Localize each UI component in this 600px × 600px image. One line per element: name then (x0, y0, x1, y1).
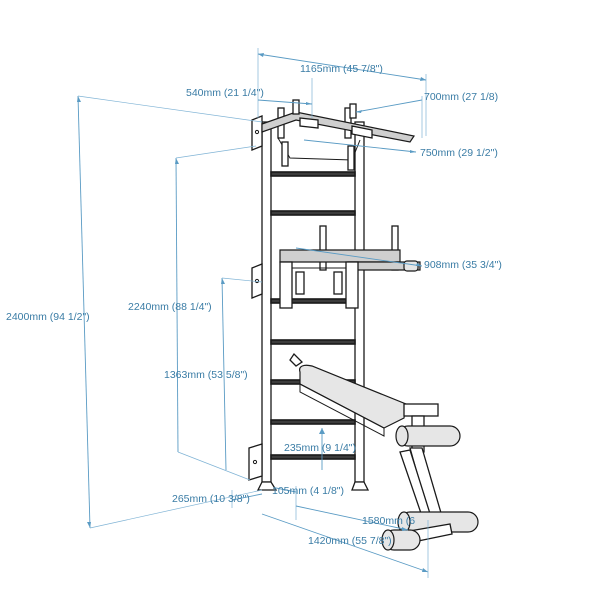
label-bench-length: 1580mm (6 (362, 515, 415, 527)
label-pullup-width: 750mm (29 1/2") (420, 147, 498, 159)
wall-bars-illustration (248, 99, 479, 551)
dip-station (279, 225, 421, 309)
bench-seat-pad (299, 364, 407, 429)
dimension-lines (77, 48, 429, 578)
pullup-bar (261, 99, 415, 171)
incline-bench (289, 352, 479, 551)
label-wall-gap: 265mm (10 3/8") (172, 493, 250, 505)
label-base-offset: 105mm (4 1/8") (272, 485, 344, 497)
label-dip-height: 1363mm (53 5/8") (164, 369, 248, 381)
label-ladder-height: 2240mm (88 1/4") (128, 301, 212, 313)
dimension-labels: 1165mm (45 7/8") 540mm (21 1/4") 700mm (… (6, 63, 502, 547)
label-dip-width: 908mm (35 3/4") (424, 259, 502, 271)
label-width-top: 1165mm (45 7/8") (300, 63, 383, 75)
left-upright (261, 121, 272, 483)
ladder-rungs (270, 171, 356, 460)
label-offset-top: 540mm (21 1/4") (186, 87, 264, 99)
base-feet (256, 481, 370, 491)
label-pullup-depth: 700mm (27 1/8) (424, 91, 498, 103)
label-total-depth: 1420mm (55 7/8") (308, 535, 392, 547)
wall-brackets (248, 115, 263, 481)
label-total-height: 2400mm (94 1/2") (6, 311, 90, 323)
label-bench-height: 235mm (9 1/4") (284, 442, 356, 454)
